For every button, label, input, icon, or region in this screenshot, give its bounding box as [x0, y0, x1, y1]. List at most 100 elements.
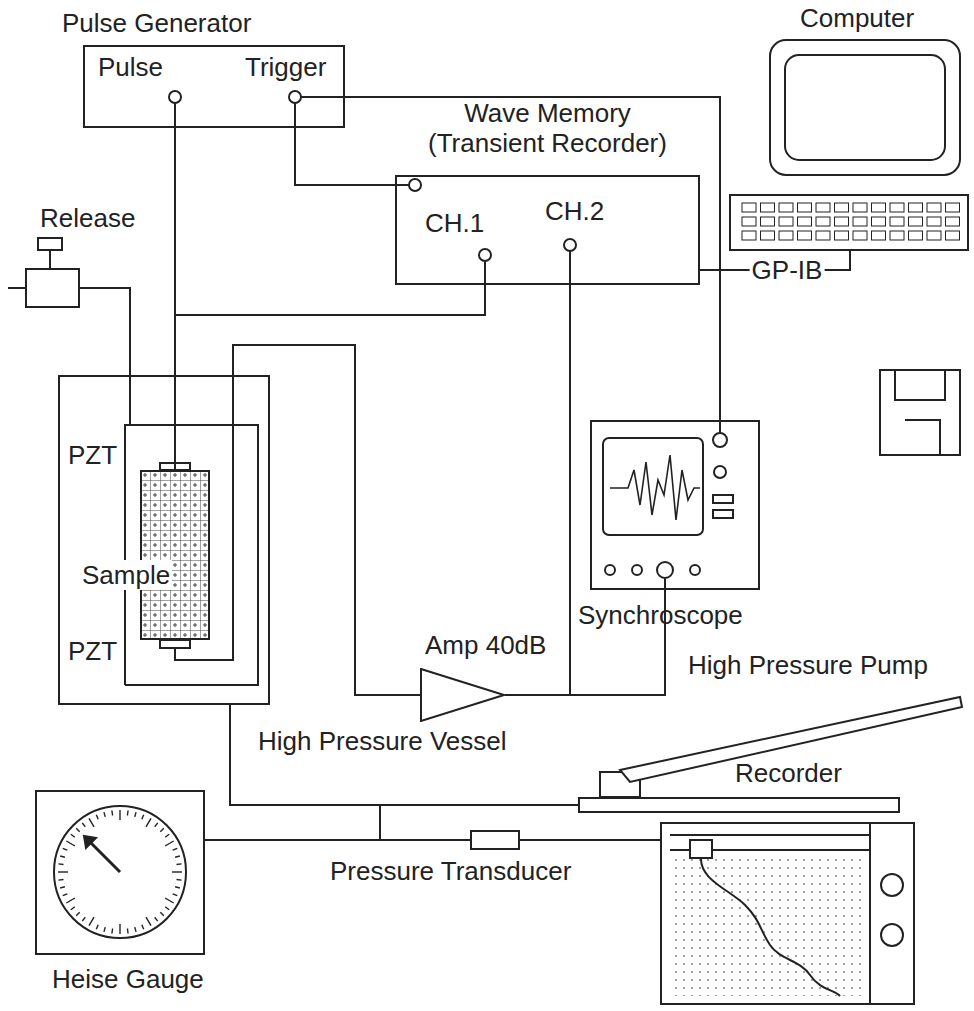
- dial-tick: [173, 894, 178, 896]
- key: [761, 203, 775, 212]
- key: [779, 217, 793, 226]
- key: [798, 231, 812, 240]
- pzt-bottom: [160, 640, 190, 648]
- key: [890, 217, 904, 226]
- node-label: Sample: [80, 560, 172, 590]
- key: [835, 231, 849, 240]
- key: [946, 231, 960, 240]
- key: [742, 231, 756, 240]
- recorder-trace: [701, 858, 840, 996]
- key: [816, 231, 830, 240]
- dial-tick: [160, 912, 164, 916]
- node-label: High Pressure Pump: [688, 650, 928, 680]
- dial-tick: [111, 929, 113, 934]
- key: [761, 231, 775, 240]
- dial-tick: [127, 929, 129, 934]
- amplifier-symbol: [420, 668, 505, 722]
- key: [872, 231, 886, 240]
- key: [872, 203, 886, 212]
- node-label: Pulse Generator: [62, 8, 251, 38]
- scope-input: [713, 433, 727, 447]
- key: [853, 203, 867, 212]
- release-knob: [38, 238, 62, 250]
- dial-tick: [135, 927, 136, 932]
- pressure-transducer: Pressure Transducer: [470, 830, 520, 850]
- dial-tick: [60, 887, 65, 888]
- node-label: Computer: [800, 3, 914, 33]
- part-label: PZT: [68, 636, 117, 666]
- key: [909, 217, 923, 226]
- dial-tick: [63, 894, 68, 896]
- dial-tick: [71, 834, 75, 837]
- waveform: [610, 455, 700, 520]
- node-label: Synchroscope: [578, 600, 743, 630]
- release-line: [129, 375, 131, 425]
- key: [816, 203, 830, 212]
- dial-tick: [59, 863, 64, 865]
- key: [742, 203, 756, 212]
- node-label: Amp 40dB: [425, 630, 546, 660]
- node-label: Pressure Transducer: [330, 856, 571, 886]
- key: [927, 217, 941, 226]
- key: [742, 217, 756, 226]
- dial-tick: [82, 823, 85, 827]
- key: [946, 203, 960, 212]
- dial-tick: [165, 907, 169, 910]
- dial-tick: [127, 811, 129, 816]
- key: [909, 231, 923, 240]
- keyboard: [730, 195, 968, 250]
- dial-tick: [135, 812, 136, 817]
- scope-switch: [713, 495, 733, 503]
- wire: [80, 288, 130, 375]
- dial-tick: [58, 871, 68, 872]
- scope-knob: [714, 466, 726, 478]
- dial-tick: [119, 924, 120, 934]
- bus-label: GP-IB: [750, 255, 825, 285]
- dial-tick: [165, 841, 174, 846]
- dial-tick: [155, 823, 158, 827]
- recorder-knob: [881, 924, 903, 946]
- dial-tick: [111, 811, 113, 816]
- dial-tick: [119, 810, 120, 820]
- channel-label: CH.1: [425, 208, 484, 238]
- key: [835, 217, 849, 226]
- wire: [205, 705, 380, 840]
- dial-tick: [142, 815, 144, 820]
- dial-tick: [146, 917, 151, 926]
- amplifier: Amp 40dB: [420, 668, 505, 722]
- key: [816, 217, 830, 226]
- terminal: [169, 91, 181, 103]
- synchroscope: Synchroscope: [590, 420, 760, 590]
- dial-tick: [96, 925, 98, 930]
- scope-switch: [713, 510, 733, 518]
- dial-tick: [175, 856, 180, 857]
- node-label: Release: [40, 203, 135, 233]
- key: [853, 217, 867, 226]
- dial-tick: [165, 898, 174, 903]
- pump-body: High Pressure Pump: [578, 797, 900, 813]
- monitor-screen: [785, 55, 945, 160]
- wire: [175, 345, 420, 695]
- dial-tick: [71, 907, 75, 910]
- scope-knob: [690, 565, 700, 575]
- dial-tick: [66, 898, 75, 903]
- dial-tick: [160, 828, 164, 832]
- dial-tick: [60, 856, 65, 857]
- key: [798, 217, 812, 226]
- terminal: [289, 91, 301, 103]
- dial-tick: [76, 828, 80, 832]
- gauge-dial: [54, 806, 186, 938]
- key: [798, 203, 812, 212]
- key: [779, 231, 793, 240]
- key: [872, 217, 886, 226]
- wire-stub: [665, 420, 720, 590]
- dial-tick: [96, 815, 98, 820]
- scope-knob: [605, 565, 615, 575]
- key: [946, 217, 960, 226]
- dial-tick: [177, 863, 182, 865]
- vessel-inner-wall: [125, 425, 258, 685]
- dial-tick: [165, 834, 169, 837]
- instrument-box: Pulse GeneratorPulseTrigger: [83, 45, 345, 128]
- dial-tick: [89, 818, 94, 827]
